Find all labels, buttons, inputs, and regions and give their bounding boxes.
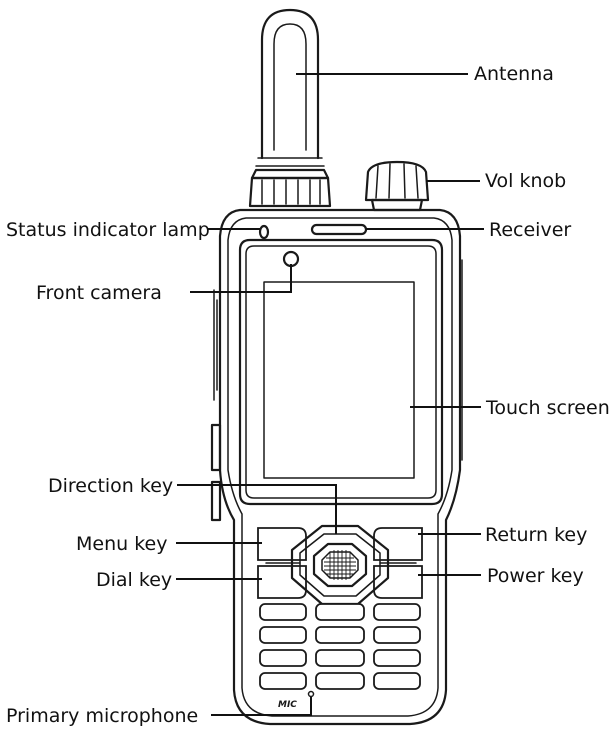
front-camera [282,250,300,268]
label-vol-knob: Vol knob [485,170,566,192]
label-menu-key: Menu key [76,533,167,555]
label-status-indicator-lamp: Status indicator lamp [6,219,210,241]
label-primary-microphone: Primary microphone [6,705,198,727]
label-touch-screen: Touch screen [485,397,610,419]
mic-marking: MIC [278,700,297,710]
return-key [373,527,423,561]
keypad-key [259,649,307,667]
keypad-key [315,603,365,621]
receiver-slot [310,223,368,236]
label-receiver: Receiver [489,219,571,241]
dial-key [257,565,307,599]
keypad-key [259,603,307,621]
power-key [373,565,423,599]
label-front-camera: Front camera [36,282,162,304]
radio-body [210,208,463,726]
vol-knob [364,160,430,212]
keypad-key [315,672,365,690]
leader-lines [176,73,484,716]
label-direction-key: Direction key [48,475,173,497]
screen-area [238,238,444,506]
keypad-key [259,626,307,644]
keypad-key [259,672,307,690]
label-power-key: Power key [487,565,584,587]
antenna [248,8,332,208]
label-dial-key: Dial key [96,569,172,591]
keypad [259,603,421,690]
keypad-key [315,626,365,644]
touch-screen [263,281,415,479]
menu-key [257,527,307,561]
soft-keys [257,527,423,599]
label-antenna: Antenna [474,63,554,85]
label-return-key: Return key [485,524,587,546]
keypad-key [373,603,421,621]
primary-microphone: MIC [278,690,315,710]
keypad-key [373,626,421,644]
keypad-key [315,649,365,667]
status-lamp [258,224,270,240]
callout-labels: Antenna Vol knob Status indicator lamp R… [6,63,610,727]
keypad-key [373,649,421,667]
keypad-key [373,672,421,690]
